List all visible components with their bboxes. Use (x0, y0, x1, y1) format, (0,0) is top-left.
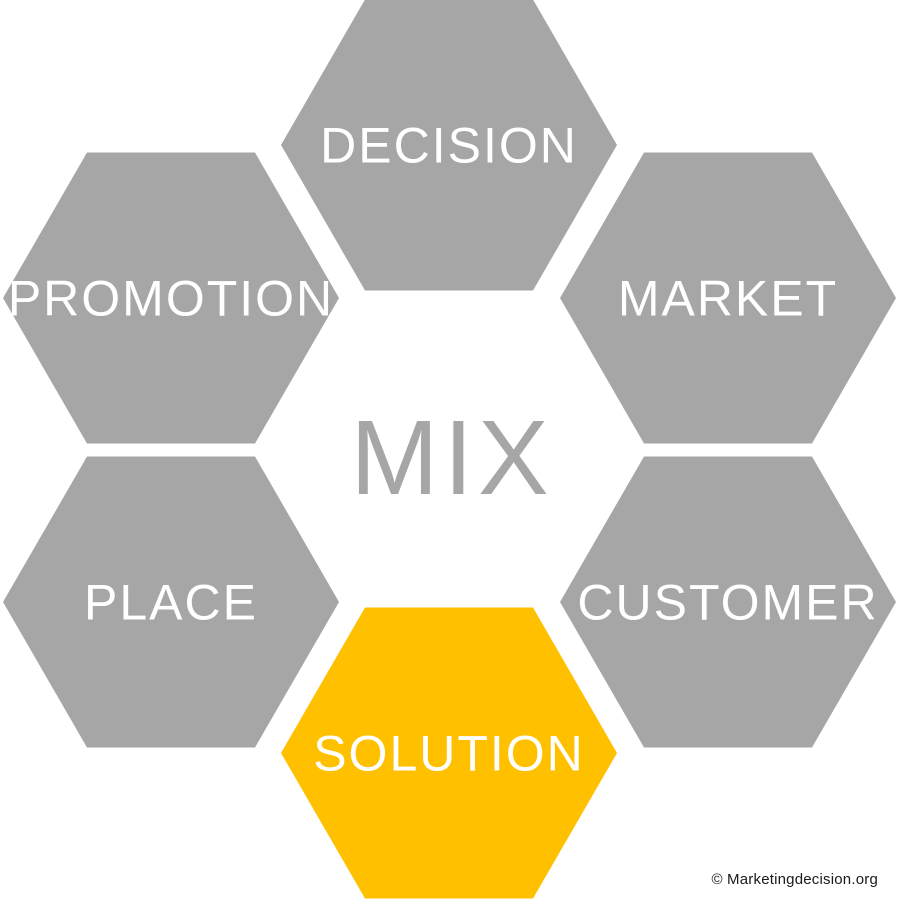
hexagon-promotion-shape (3, 152, 339, 444)
hexagon-market: MARKET (560, 152, 896, 444)
hexagon-solution-label: SOLUTION (313, 726, 585, 782)
hexagon-solution-shape (281, 607, 617, 899)
hexagon-solution: SOLUTION (281, 607, 617, 899)
hexagon-place-shape (3, 456, 339, 748)
hexagon-decision-label: DECISION (320, 118, 578, 174)
center-mix-label: MIX (350, 399, 553, 517)
hexagon-promotion-label: PROMOTION (8, 271, 334, 327)
copyright-text: © Marketingdecision.org (711, 871, 878, 888)
hexagon-customer: CUSTOMER (560, 456, 896, 748)
hexagon-market-shape (560, 152, 896, 444)
hexagon-place: PLACE (3, 456, 339, 748)
hexagon-customer-shape (560, 456, 896, 748)
hexagon-promotion: PROMOTION (3, 152, 339, 444)
hexagon-market-label: MARKET (618, 271, 838, 327)
hexagon-decision: DECISION (281, 0, 617, 291)
hexagon-customer-label: CUSTOMER (577, 575, 878, 631)
hexagon-place-label: PLACE (84, 575, 258, 631)
hexagon-decision-shape (281, 0, 617, 291)
